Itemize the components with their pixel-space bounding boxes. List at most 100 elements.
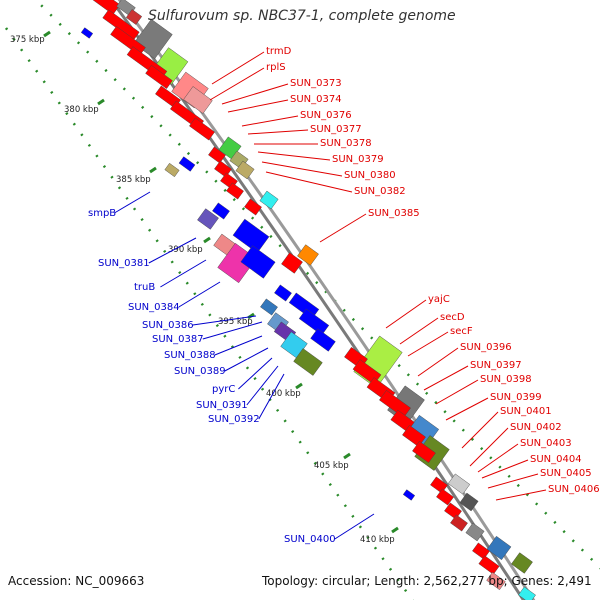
kbp-tick-mark [149, 166, 157, 174]
forward-gene-label: SUN_0376 [300, 110, 352, 121]
reverse-leader-line [334, 513, 375, 540]
outer-dotted-ring [34, 0, 600, 570]
forward-leader-line [487, 473, 539, 489]
forward-leader-line [399, 317, 439, 345]
gene-labels: trmDrplSSUN_0373SUN_0374SUN_0376SUN_0377… [88, 46, 600, 545]
reverse-leader-line [148, 237, 197, 264]
kbp-tick-label: 400 kbp [266, 389, 301, 399]
inner-dotted-ring [4, 27, 414, 600]
gene-block [472, 542, 490, 560]
forward-gene-label: secD [440, 312, 465, 323]
gene-block [511, 552, 533, 574]
gene-block [164, 162, 180, 178]
kbp-tick-mark [391, 526, 399, 534]
gene-block [486, 535, 512, 561]
reverse-leader-line [202, 321, 263, 340]
forward-gene-label: SUN_0403 [520, 438, 572, 449]
gene-block [478, 555, 500, 575]
kbp-tick-label: 395 kbp [218, 317, 253, 327]
gene-block [310, 328, 336, 352]
forward-leader-line [211, 51, 265, 85]
backbone-inner [109, 0, 526, 600]
reverse-gene-label: SUN_0392 [208, 414, 260, 425]
gene-block [197, 208, 219, 230]
gene-block [447, 473, 471, 495]
reverse-gene-label: SUN_0387 [152, 334, 204, 345]
accession-text: Accession: NC_009663 [8, 574, 145, 588]
gene-block [214, 160, 232, 178]
forward-gene-label: SUN_0396 [460, 342, 512, 353]
kbp-tick-mark [43, 30, 51, 38]
summary-text: Topology: circular; Length: 2,562,277 bp… [262, 574, 592, 588]
map-title: Sulfurovum sp. NBC37-1, complete genome [148, 8, 456, 24]
gene-block [297, 244, 319, 266]
gene-block [183, 86, 213, 114]
reverse-gene-label: SUN_0388 [164, 350, 216, 361]
reverse-gene-label: SUN_0400 [284, 534, 336, 545]
forward-leader-line [221, 83, 289, 105]
forward-leader-line [257, 151, 331, 161]
reverse-gene-label: SUN_0389 [174, 366, 226, 377]
gene-block [208, 146, 226, 164]
forward-gene-label: SUN_0404 [530, 454, 582, 465]
gene-block [412, 440, 436, 464]
forward-leader-line [319, 213, 367, 243]
forward-gene-label: SUN_0405 [540, 468, 592, 479]
reverse-gene-label: SUN_0384 [128, 302, 180, 313]
kbp-tick-mark [295, 382, 303, 390]
gene-block [145, 65, 173, 89]
forward-leader-line [477, 443, 519, 473]
reverse-leader-line [224, 347, 269, 372]
kbp-tick-mark [343, 452, 351, 460]
forward-leader-line [247, 129, 309, 135]
forward-gene-label: secF [450, 326, 473, 337]
forward-gene-label: SUN_0399 [490, 392, 542, 403]
forward-gene-label: yajC [428, 294, 450, 305]
gene-block [178, 156, 196, 172]
gene-features [80, 0, 536, 600]
gene-block [110, 26, 146, 56]
gene-block [486, 571, 506, 591]
forward-gene-label: SUN_0377 [310, 124, 362, 135]
gene-block [212, 202, 230, 220]
forward-leader-line [417, 347, 459, 377]
forward-gene-label: SUN_0401 [500, 406, 552, 417]
gene-block [80, 27, 94, 39]
forward-leader-line [227, 99, 289, 113]
gene-block [298, 308, 330, 336]
reverse-gene-label: SUN_0386 [142, 320, 194, 331]
forward-leader-line [407, 331, 449, 357]
forward-leader-line [261, 161, 343, 177]
gene-block [379, 390, 411, 418]
forward-gene-label: trmD [266, 46, 292, 57]
forward-leader-line [385, 299, 427, 329]
kbp-tick-label: 410 kbp [360, 535, 395, 545]
kbp-tick-label: 375 kbp [10, 35, 45, 45]
reverse-leader-line [246, 365, 279, 406]
gene-block [459, 492, 479, 512]
gene-block [281, 252, 303, 274]
gene-block [402, 489, 416, 501]
gene-block [450, 514, 468, 532]
gene-block [518, 586, 536, 600]
gene-block [444, 502, 462, 520]
forward-gene-label: SUN_0374 [290, 94, 342, 105]
gene-block [125, 9, 143, 25]
gene-block [465, 522, 485, 542]
reverse-leader-line [160, 259, 207, 288]
forward-gene-label: SUN_0380 [344, 170, 396, 181]
gene-block [91, 0, 121, 15]
forward-gene-label: SUN_0385 [368, 208, 420, 219]
reverse-gene-label: pyrC [212, 384, 235, 395]
gene-block [240, 245, 276, 279]
gene-block [436, 488, 454, 506]
reverse-leader-line [178, 281, 221, 308]
reverse-leader-line [258, 373, 285, 420]
gene-block [244, 198, 262, 216]
forward-leader-line [461, 411, 499, 449]
forward-leader-line [209, 67, 265, 101]
gene-block [274, 284, 292, 302]
reverse-leader-line [114, 191, 151, 214]
